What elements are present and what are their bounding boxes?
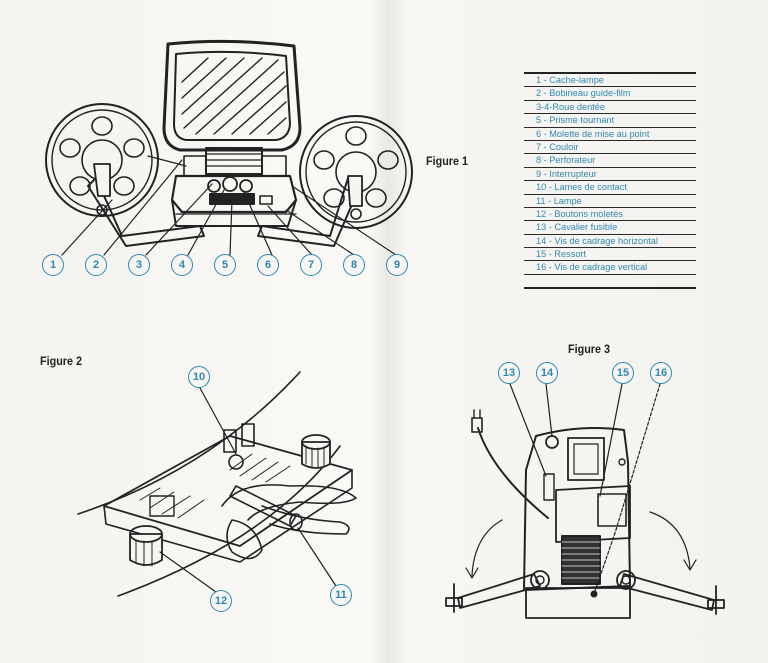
legend-row: 3-4-Roue dentée [524, 101, 696, 115]
legend-row: 16 - Vis de cadrage vertical [524, 261, 696, 275]
callout-8: 8 [343, 254, 365, 276]
legend-row: 7 - Couloir [524, 141, 696, 155]
callout-12: 12 [210, 590, 232, 612]
callout-16: 16 [650, 362, 672, 384]
callout-2: 2 [85, 254, 107, 276]
legend-row: 12 - Boutons moletés [524, 208, 696, 222]
figure3-label: Figure 3 [568, 342, 611, 356]
callout-13: 13 [498, 362, 520, 384]
callout-14: 14 [536, 362, 558, 384]
legend-row: 8 - Perforateur [524, 154, 696, 168]
legend-row: 14 - Vis de cadrage horizontal [524, 235, 696, 249]
legend-row: 11 - Lampe [524, 195, 696, 208]
figure1-label: Figure 1 [426, 154, 469, 168]
legend-row: 1 - Cache-lampe [524, 72, 696, 88]
parts-legend-table: 1 - Cache-lampe 2 - Bobineau guide-film … [524, 72, 696, 290]
callout-15: 15 [612, 362, 634, 384]
callout-7: 7 [300, 254, 322, 276]
legend-row [524, 275, 696, 290]
legend-row: 2 - Bobineau guide-film [524, 87, 696, 101]
right-reel [299, 115, 413, 229]
legend-row: 15 - Ressort [524, 248, 696, 262]
callout-6: 6 [257, 254, 279, 276]
legend-row: 10 - Lames de contact [524, 181, 696, 195]
figure2-label: Figure 2 [40, 354, 83, 368]
legend-row: 5 - Prisme tournant [524, 114, 696, 128]
callout-10: 10 [188, 366, 210, 388]
figure3-back-view [445, 383, 725, 619]
legend-row: 9 - Interrupteur [524, 168, 696, 182]
callout-11: 11 [330, 584, 352, 606]
callout-1: 1 [42, 254, 64, 276]
callout-5: 5 [214, 254, 236, 276]
callout-4: 4 [171, 254, 193, 276]
callout-3: 3 [128, 254, 150, 276]
figure2-lamp-detail [77, 371, 357, 597]
callout-9: 9 [386, 254, 408, 276]
figure1-viewer [45, 39, 413, 256]
legend-row: 13 - Cavalier fusible [524, 221, 696, 235]
left-reel [45, 103, 159, 217]
legend-row: 6 - Molette de mise au point [524, 128, 696, 141]
